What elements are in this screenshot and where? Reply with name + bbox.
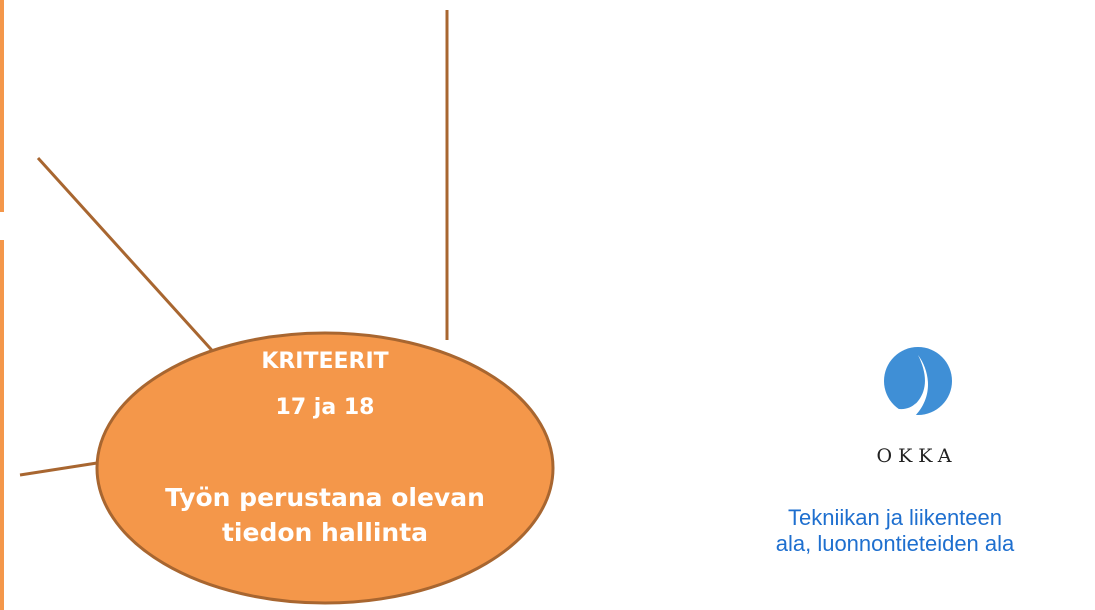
criteria-numbers: 17 ja 18 — [275, 395, 375, 420]
okka-drop-icon — [884, 347, 952, 417]
left-edge-bar-top — [0, 0, 4, 212]
criteria-title: KRITEERIT — [261, 349, 389, 374]
field-caption: Tekniikan ja liikenteen ala, luonnontiet… — [775, 505, 1015, 557]
criteria-topic: Työn perustana olevan tiedon hallinta — [165, 483, 485, 547]
connector-lower-left — [19, 461, 98, 477]
left-edge-bar-bottom — [0, 240, 4, 610]
okka-wordmark: OKKA — [876, 445, 958, 467]
connector-upper-left — [36, 156, 220, 359]
criteria-ellipse — [95, 331, 555, 605]
